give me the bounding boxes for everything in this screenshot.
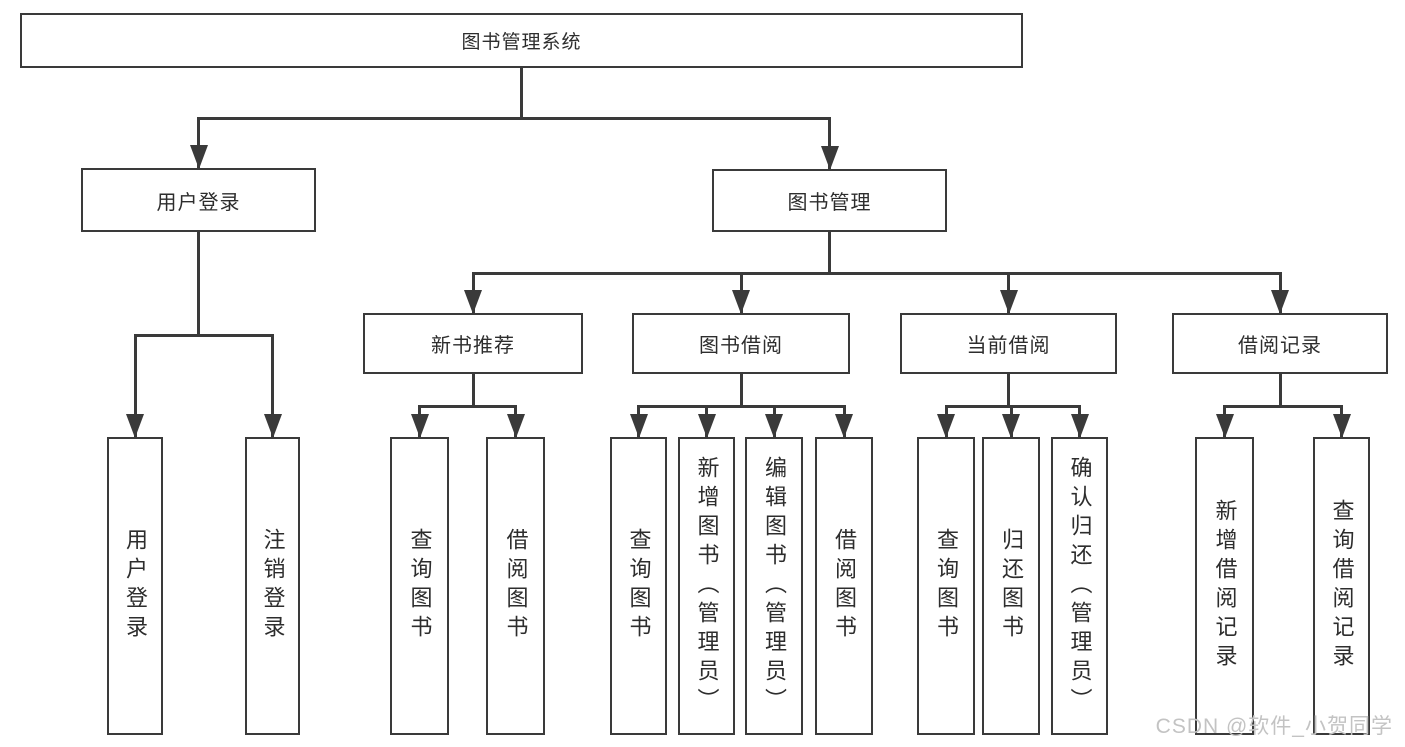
node-leaf-bb-query: 查询图书 — [610, 437, 667, 735]
connector-vline — [1007, 374, 1010, 406]
arrowhead-down-icon — [1070, 414, 1089, 438]
connector-vline — [520, 68, 523, 118]
node-leaf-cb-query: 查询图书 — [917, 437, 975, 735]
node-borrow-records: 借阅记录 — [1172, 313, 1388, 374]
arrowhead-down-icon — [835, 414, 853, 438]
node-book-borrow: 图书借阅 — [632, 313, 850, 374]
connector-hline — [418, 404, 517, 408]
node-current-borrow: 当前借阅 — [900, 313, 1117, 374]
node-leaf-br-query: 查询借阅记录 — [1313, 437, 1370, 735]
connector-vline — [197, 118, 200, 168]
arrowhead-down-icon — [189, 145, 208, 169]
arrowhead-down-icon — [697, 414, 716, 438]
node-leaf-cb-return: 归还图书 — [982, 437, 1040, 735]
connector-vline — [828, 232, 831, 273]
connector-vline — [739, 374, 743, 406]
connector-vline — [271, 335, 274, 437]
node-root: 图书管理系统 — [20, 13, 1023, 68]
arrowhead-down-icon — [999, 290, 1018, 314]
node-leaf-br-add: 新增借阅记录 — [1195, 437, 1254, 735]
node-leaf-nb-borrow: 借阅图书 — [486, 437, 545, 735]
node-user-login: 用户登录 — [81, 168, 316, 232]
arrowhead-down-icon — [1215, 414, 1234, 438]
arrowhead-down-icon — [464, 290, 482, 314]
connector-vline — [471, 374, 475, 406]
arrowhead-down-icon — [263, 414, 282, 438]
arrowhead-down-icon — [1332, 414, 1351, 438]
connector-vline — [197, 232, 200, 335]
arrowhead-down-icon — [629, 414, 648, 438]
csdn-watermark: CSDN @软件_小贺同学 — [1155, 715, 1393, 738]
node-new-books: 新书推荐 — [363, 313, 583, 374]
node-leaf-user-login: 用户登录 — [107, 437, 163, 735]
connector-vline — [1278, 374, 1282, 406]
node-book-mgmt: 图书管理 — [712, 169, 947, 232]
connector-vline — [828, 118, 831, 169]
connector-hline — [471, 271, 1282, 275]
node-leaf-nb-query: 查询图书 — [390, 437, 449, 735]
arrowhead-down-icon — [126, 414, 144, 438]
arrowhead-down-icon — [506, 414, 525, 438]
connector-hline — [1223, 404, 1343, 408]
node-leaf-logout: 注销登录 — [245, 437, 300, 735]
node-leaf-cb-confirm: 确认归还（管理员） — [1051, 437, 1108, 735]
arrowhead-down-icon — [1002, 414, 1020, 438]
connector-hline — [133, 333, 274, 337]
arrowhead-down-icon — [937, 414, 955, 438]
node-leaf-bb-borrow: 借阅图书 — [815, 437, 873, 735]
arrowhead-down-icon — [820, 146, 839, 170]
arrowhead-down-icon — [765, 414, 783, 438]
arrowhead-down-icon — [1271, 290, 1289, 314]
connector-hline — [197, 116, 831, 120]
arrowhead-down-icon — [732, 290, 750, 314]
connector-vline — [133, 335, 137, 437]
connector-hline — [637, 404, 846, 408]
node-leaf-bb-add: 新增图书（管理员） — [678, 437, 735, 735]
arrowhead-down-icon — [410, 414, 429, 438]
connector-hline — [944, 404, 1081, 408]
node-leaf-bb-edit: 编辑图书（管理员） — [745, 437, 803, 735]
